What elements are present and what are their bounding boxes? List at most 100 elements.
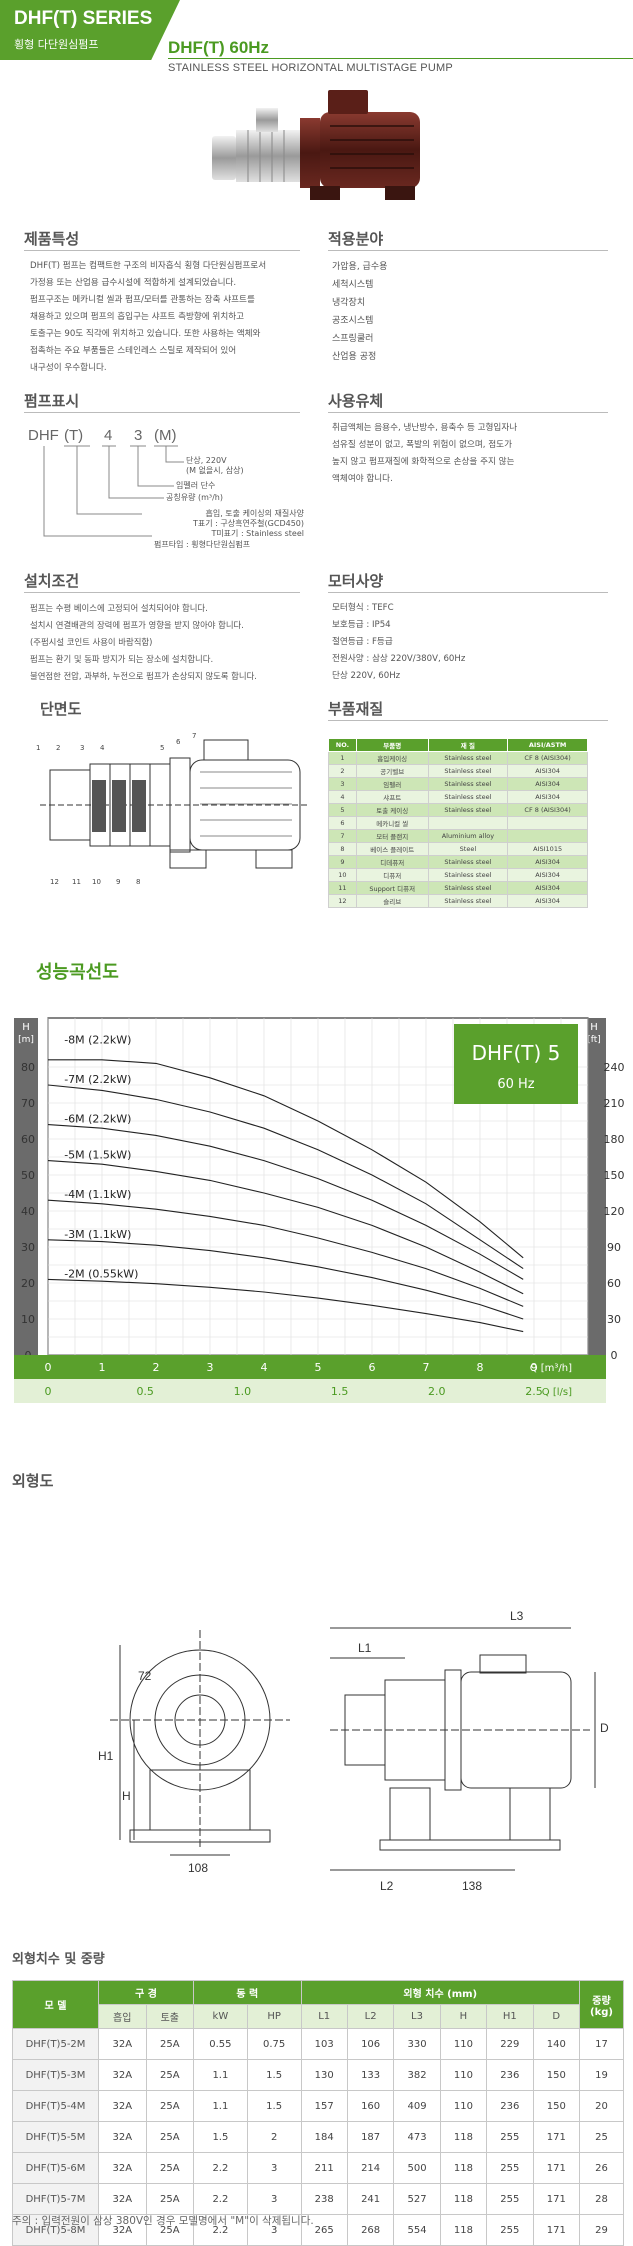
dims-cell: 184 (300, 2121, 348, 2153)
parts-cell: AISI304 (507, 881, 588, 895)
dim-138: 138 (462, 1879, 482, 1893)
dims-cell: 25A (145, 2121, 195, 2153)
parts-cell: 2 (328, 764, 357, 778)
dims-cell: 236 (486, 2059, 534, 2091)
parts-cell: 3 (328, 777, 357, 791)
parts-cell: 4 (328, 790, 357, 804)
callout-8: 8 (136, 878, 140, 886)
y-right-unit-h: H (590, 1022, 598, 1033)
series-label-4: -4M (1.1kW) (64, 1188, 131, 1201)
series-label-3: -5M (1.5kW) (64, 1149, 131, 1162)
dims-cell: 255 (486, 2152, 534, 2184)
code-dhf: DHF (28, 427, 59, 444)
dims-cell: 171 (532, 2152, 581, 2184)
dims-cell: 1.1 (193, 2059, 248, 2091)
dims-cell: 1.5 (246, 2090, 302, 2122)
dims-cell: 25A (145, 2028, 195, 2060)
series-line-0 (48, 1059, 524, 1259)
dims-cell: 118 (439, 2214, 488, 2246)
dims-cell: 29 (579, 2214, 624, 2246)
series-line-5 (47, 1239, 524, 1320)
dims-subheader: D (532, 2004, 581, 2029)
dims-cell: 255 (486, 2214, 534, 2246)
outline-title: 외형도 (12, 1472, 54, 1490)
liquids-divider (328, 412, 608, 413)
callout-1: 1 (36, 744, 40, 752)
features-text: DHF(T) 펌프는 컴팩트한 구조의 비자흡식 횡형 다단원심펌프로서 가정용… (30, 261, 267, 373)
dims-subheader: L3 (393, 2004, 441, 2029)
dims-cell: 255 (486, 2121, 534, 2153)
liquids-text: 취급액체는 음용수, 냉난방수, 용축수 등 고형입자나 섬유질 성분이 없고,… (332, 423, 518, 484)
header-divider (168, 58, 633, 59)
x-tick: 2 (153, 1361, 160, 1374)
dims-cell: 554 (393, 2214, 441, 2246)
dims-subheader: L1 (300, 2004, 348, 2029)
designation-title: 펌프표시 (24, 392, 80, 410)
x2-tick: 2.0 (428, 1385, 446, 1398)
section-drawing: 1 2 3 4 5 6 7 12 11 10 9 8 (36, 732, 310, 886)
dims-subheader: 흡입 (98, 2004, 147, 2029)
code-flow: 4 (104, 427, 112, 444)
dims-cell: 2.2 (193, 2152, 248, 2184)
code-stage: 3 (134, 427, 142, 444)
x-tick: 3 (207, 1361, 214, 1374)
y-left-unit-m: [m] (18, 1035, 34, 1045)
dims-cell: 229 (486, 2028, 534, 2060)
series-title: DHF(T) SERIES (14, 8, 153, 29)
dims-model-cell: DHF(T)5-6M (12, 2152, 99, 2184)
parts-cell: 토출 케이싱 (355, 803, 429, 817)
dims-cell: 118 (439, 2183, 488, 2215)
callout-6: 6 (176, 738, 181, 746)
parts-header-3: AISI/ASTM (507, 738, 588, 752)
y-tick-left: 10 (21, 1313, 35, 1326)
label-stage: 임펠러 단수 (176, 481, 216, 490)
dims-cell: 2.2 (193, 2183, 248, 2215)
parts-cell: Stainless steel (427, 855, 509, 869)
series-label-2: -6M (2.2kW) (64, 1113, 131, 1126)
dims-cell: 32A (98, 2028, 147, 2060)
dims-cell: 171 (532, 2121, 581, 2153)
dims-cell: 19 (579, 2059, 624, 2091)
dims-cell: 20 (579, 2090, 624, 2122)
header-banner (0, 0, 180, 60)
callout-3: 3 (80, 744, 84, 752)
dimensions-title: 외형치수 및 중량 (12, 1952, 105, 1967)
parts-title: 부품재질 (328, 700, 384, 718)
parts-cell: CF 8 (AISI304) (507, 803, 588, 817)
dim-h: H (122, 1789, 131, 1803)
features-title: 제품특성 (24, 230, 80, 248)
x-tick: 7 (423, 1361, 430, 1374)
parts-cell: 임펠러 (355, 777, 429, 791)
th-power: 동 력 (193, 1980, 302, 2005)
application-item: 가압용, 급수용 (332, 262, 388, 272)
dims-cell: 25A (145, 2152, 195, 2184)
parts-cell: 베이스 플레이트 (355, 842, 429, 856)
dims-subheader: H1 (486, 2004, 534, 2029)
dims-subheader: H (439, 2004, 488, 2029)
x2-axis-bar (14, 1379, 606, 1403)
series-line-6 (47, 1278, 524, 1333)
dims-cell: 1.5 (193, 2121, 248, 2153)
dims-model-cell: DHF(T)5-2M (12, 2028, 99, 2060)
series-label-5: -3M (1.1kW) (64, 1228, 131, 1241)
dim-72: 72 (138, 1669, 152, 1683)
dims-cell: 28 (579, 2183, 624, 2215)
dims-cell: 133 (346, 2059, 395, 2091)
parts-cell: Stainless steel (427, 751, 509, 765)
x-tick: 6 (369, 1361, 376, 1374)
dims-subheader: L2 (346, 2004, 395, 2029)
designation-diagram: DHF (T) 4 3 (M) (28, 427, 184, 537)
parts-cell: AISI304 (507, 855, 588, 869)
installation-text: 펌프는 수평 베이스에 고정되어 설치되어야 합니다. 설치시 연결배관의 장력… (30, 603, 257, 681)
dims-cell: 150 (532, 2090, 581, 2122)
y-tick-left: 70 (21, 1097, 35, 1110)
